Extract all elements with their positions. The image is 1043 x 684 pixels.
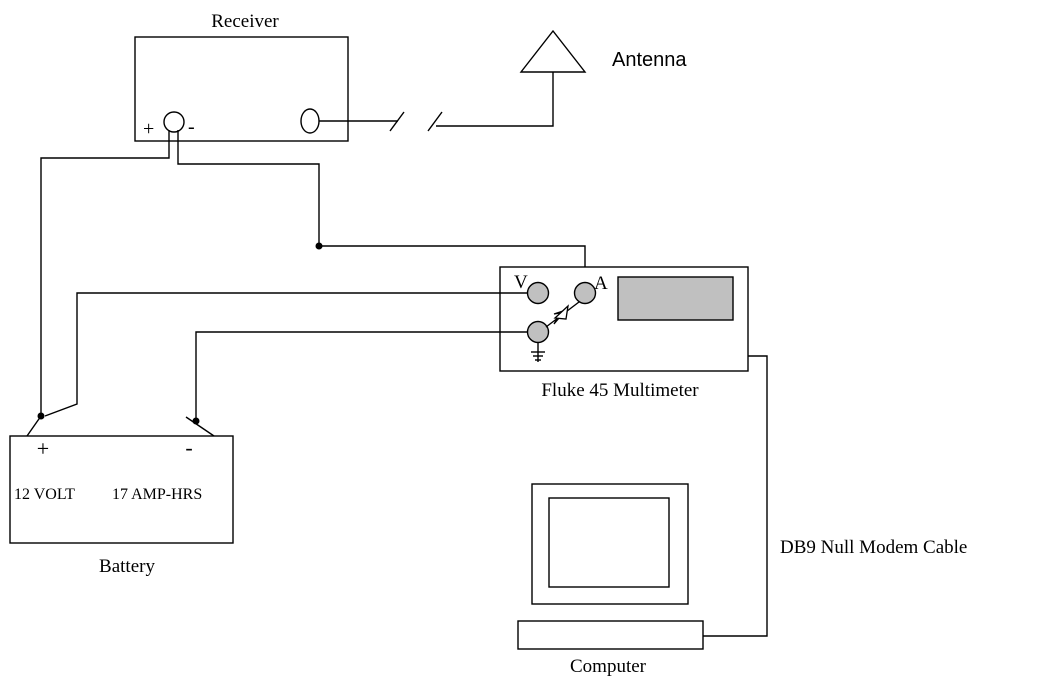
antenna-cable-break-1 <box>389 111 405 132</box>
multimeter: Fluke 45 Multimeter V A <box>499 266 749 401</box>
computer-label: Computer <box>570 656 647 677</box>
antenna-cable-break-2 <box>427 111 443 132</box>
antenna-cable-far <box>436 72 554 127</box>
wire-receiver-plus-to-battery <box>40 130 170 416</box>
battery-plus-label: + <box>37 436 49 461</box>
null-modem-cable <box>703 355 768 637</box>
meter-v-jack <box>526 281 550 305</box>
receiver-minus-label: - <box>188 116 195 138</box>
computer-screen <box>548 497 670 588</box>
battery-box <box>9 435 234 544</box>
receiver-plus-label: + <box>143 118 154 140</box>
multimeter-label: Fluke 45 Multimeter <box>541 380 699 401</box>
receiver-power-jack <box>163 111 185 133</box>
battery-voltage-label: 12 VOLT <box>14 486 75 503</box>
battery-minus-label: - <box>185 435 192 460</box>
wire-receiver-minus-to-meter-a <box>177 130 586 286</box>
meter-a-jack <box>573 281 597 305</box>
antenna: Antenna <box>319 29 687 132</box>
battery-capacity-label: 17 AMP-HRS <box>112 486 202 503</box>
meter-a-label: A <box>594 273 608 294</box>
battery-plus-lead <box>26 415 42 437</box>
meter-com-jack <box>526 320 550 344</box>
receiver-antenna-jack <box>300 108 320 134</box>
cable-label: DB9 Null Modem Cable <box>780 537 967 558</box>
junction-dot <box>315 242 323 250</box>
computer-base <box>517 620 704 650</box>
multimeter-display <box>617 276 734 321</box>
antenna-symbol <box>519 29 587 73</box>
receiver: Receiver + - <box>134 11 349 142</box>
receiver-label: Receiver <box>211 11 279 32</box>
computer: Computer <box>517 483 704 677</box>
meter-v-label: V <box>514 272 528 293</box>
wire-meter-com-to-battery-minus <box>195 331 528 421</box>
battery-minus-lead <box>185 416 215 437</box>
meter-selector-triangle <box>553 304 569 320</box>
ground-icon <box>531 343 545 362</box>
wire-meter-v-to-battery-plus <box>44 292 528 417</box>
battery: + - 12 VOLT 17 AMP-HRS Battery <box>9 415 234 577</box>
battery-label: Battery <box>99 556 155 577</box>
antenna-label: Antenna <box>612 49 687 71</box>
